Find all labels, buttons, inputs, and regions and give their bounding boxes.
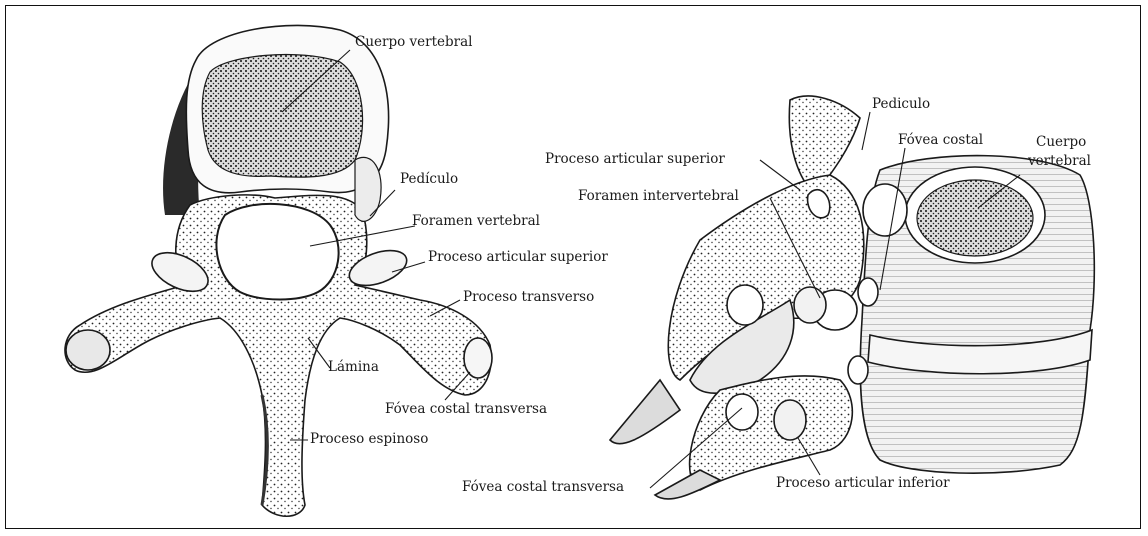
- label-lateral-pediculo: Pediculo: [872, 98, 930, 112]
- label-lateral-foramen-intervertebral: Foramen intervertebral: [578, 190, 739, 204]
- label-lateral-cuerpo: Cuerpo: [1036, 136, 1086, 150]
- label-proceso-articular-superior: Proceso articular superior: [428, 251, 608, 265]
- label-lateral-vertebral: vertebral: [1028, 155, 1091, 169]
- label-proceso-espinoso: Proceso espinoso: [310, 433, 428, 447]
- label-lamina: Lámina: [328, 361, 379, 375]
- label-lateral-proceso-articular-inferior: Proceso articular inferior: [776, 477, 950, 491]
- label-lateral-fovea-costal-transversa: Fóvea costal transversa: [462, 481, 624, 495]
- label-lateral-proceso-articular-superior: Proceso articular superior: [545, 153, 725, 167]
- label-proceso-transverso: Proceso transverso: [463, 291, 594, 305]
- label-pediculo: Pedículo: [400, 173, 458, 187]
- label-lateral-fovea-costal: Fóvea costal: [898, 134, 983, 148]
- label-fovea-costal-transversa: Fóvea costal transversa: [385, 403, 547, 417]
- label-cuerpo-vertebral: Cuerpo vertebral: [355, 36, 472, 50]
- label-foramen-vertebral: Foramen vertebral: [412, 215, 540, 229]
